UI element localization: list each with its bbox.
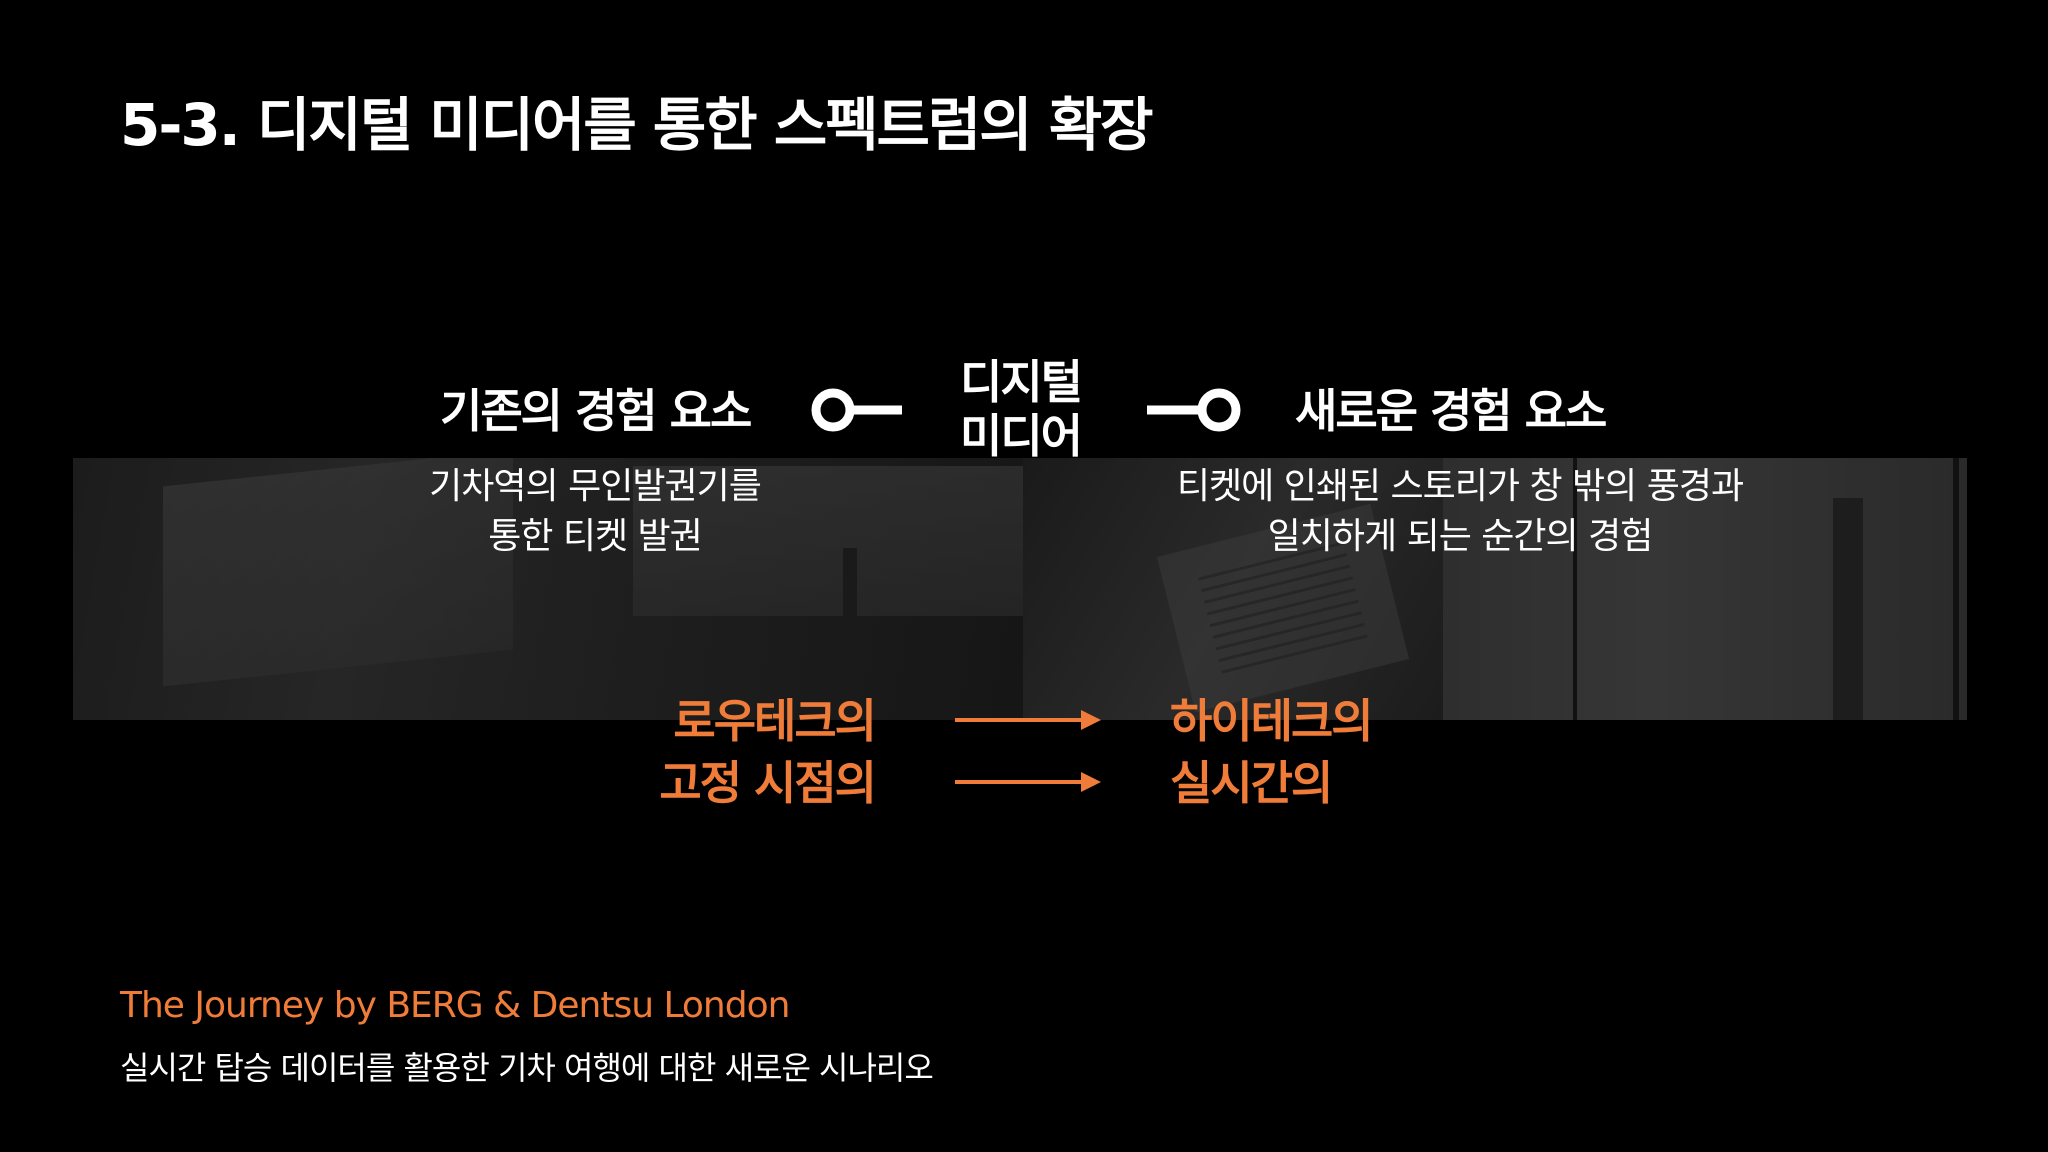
project-description: 실시간 탑승 데이터를 활용한 기차 여행에 대한 새로운 시나리오 (120, 1049, 934, 1087)
digital-media-label: 디지털 미디어 (960, 355, 1083, 463)
new-experience-description: 티켓에 인쇄된 스토리가 창 밖의 풍경과 일치하게 되는 순간의 경험 (1176, 466, 1744, 557)
existing-experience-heading: 기존의 경험 요소 (440, 384, 752, 438)
photo-ticket-machine (73, 458, 1023, 720)
new-experience-heading: 새로운 경험 요소 (1295, 384, 1607, 438)
photo-printed-ticket (1023, 458, 1443, 720)
digital-media-line2: 미디어 (960, 409, 1083, 463)
arrow-right-icon (955, 710, 1101, 730)
digital-media-line1: 디지털 (960, 355, 1083, 409)
project-credit: The Journey by BERG & Dentsu London (120, 985, 790, 1026)
lowtech-label: 로우테크의 고정 시점의 (659, 694, 877, 810)
connector-circle-line-icon (1147, 388, 1241, 432)
connector-circle-line-icon (811, 388, 902, 432)
arrow-right-icon (955, 772, 1101, 792)
hightech-label: 하이테크의 실시간의 (1170, 694, 1374, 810)
background-photo-strip (73, 458, 1967, 720)
existing-experience-description: 기차역의 무인발권기를 통한 티켓 발권 (429, 466, 762, 557)
slide-title: 5-3. 디지털 미디어를 통한 스펙트럼의 확장 (120, 91, 1154, 159)
photo-window-view (1443, 458, 1967, 720)
